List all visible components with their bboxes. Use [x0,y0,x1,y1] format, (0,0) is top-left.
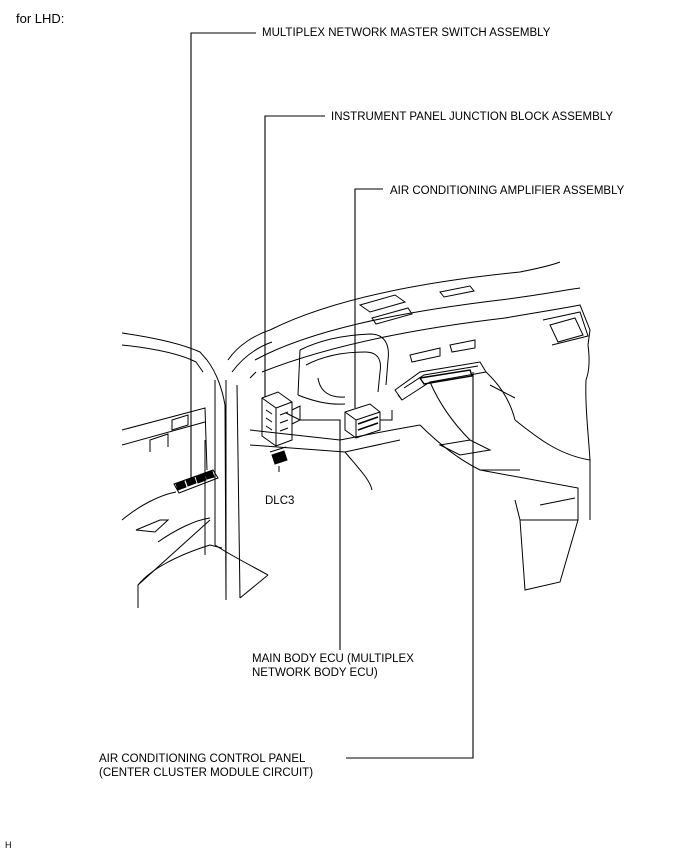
label-ac-control-panel-line1: AIR CONDITIONING CONTROL PANEL [99,753,306,765]
instrument-cluster [297,333,476,405]
lower-dash [249,379,591,591]
label-ac-control-panel-line2: (CENTER CLUSTER MODULE CIRCUIT) [99,767,314,779]
label-dlc3: DLC3 [265,495,295,507]
label-main-body-ecu-line2: NETWORK BODY ECU) [252,667,378,679]
door-outline [121,332,269,608]
leader-master-switch [190,32,256,484]
label-ac-amplifier: AIR CONDITIONING AMPLIFIER ASSEMBLY [390,185,625,197]
label-master-switch: MULTIPLEX NETWORK MASTER SWITCH ASSEMBLY [262,27,551,39]
leader-ac-control-panel [346,372,474,759]
corner-mark: H [5,840,12,850]
dashboard-outline [254,261,591,381]
leader-main-body-ecu [285,412,341,650]
label-main-body-ecu-line1: MAIN BODY ECU (MULTIPLEX [252,653,414,665]
ac-amplifier-part [344,403,393,439]
leader-junction-block [264,115,325,397]
variant-label: for LHD: [16,11,65,26]
center-stack [394,361,516,441]
dlc3-part [269,446,288,472]
a-pillar [225,329,273,600]
junction-block-part [261,391,301,447]
master-switch-part [173,469,219,494]
label-junction-block: INSTRUMENT PANEL JUNCTION BLOCK ASSEMBLY [331,111,614,123]
